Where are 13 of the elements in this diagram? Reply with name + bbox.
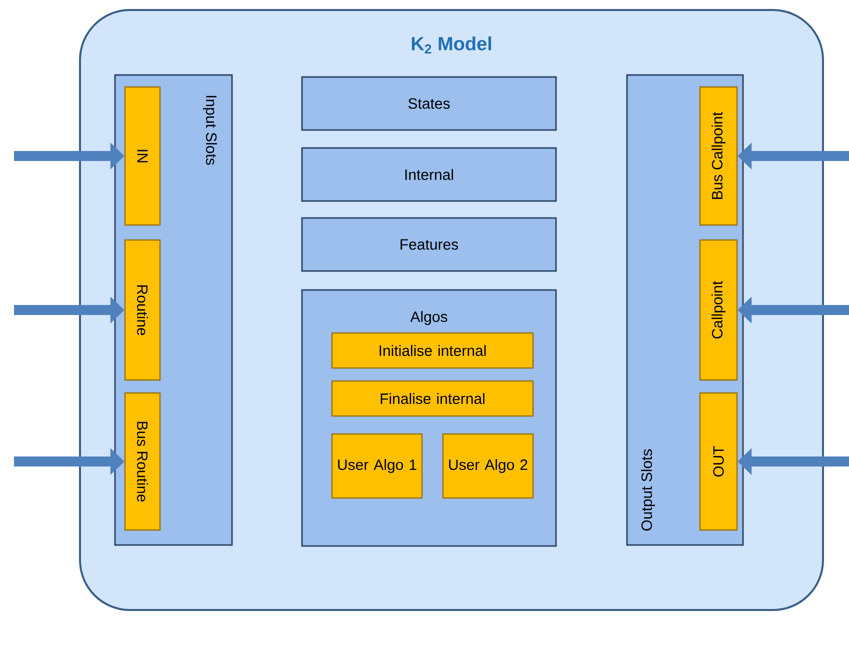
slot-box: Routine — [124, 239, 161, 381]
algo-box: Initialise internal — [331, 332, 534, 369]
slot-box: IN — [124, 86, 161, 226]
section-bar: Internal — [301, 147, 557, 202]
slot-box: OUT — [699, 392, 738, 531]
algo-box: User Algo 1 — [331, 433, 423, 499]
algo-box: User Algo 2 — [442, 433, 534, 499]
section-bar: Features — [301, 217, 557, 272]
algo-box: Finalise internal — [331, 380, 534, 417]
slot-box: Bus Routine — [124, 392, 161, 531]
slot-box: Bus Callpoint — [699, 86, 738, 226]
slot-box: Callpoint — [699, 239, 738, 381]
section-bar: States — [301, 76, 557, 131]
